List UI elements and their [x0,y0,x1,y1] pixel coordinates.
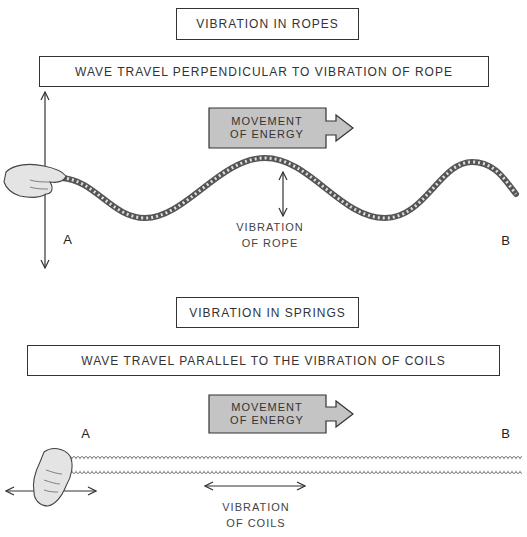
heading-text: VIBRATION IN ROPES [196,17,338,31]
heading-text: VIBRATION IN SPRINGS [189,306,345,320]
end-letter: B [494,426,518,442]
arrow-text: MOVEMENT OF ENERGY [225,115,309,141]
energy-arrow: MOVEMENT OF ENERGY [208,107,354,149]
heading-box: VIBRATION IN ROPES [176,8,359,40]
coil-vibration-arrow [205,485,305,486]
end-letter: B [494,233,518,249]
end-letter: A [74,426,98,442]
end-letter: A [56,232,80,248]
heading-box: VIBRATION IN SPRINGS [176,297,359,328]
rope [62,158,516,218]
rope-vibration-arrow [282,172,283,216]
vibration-label: VIBRATION OF COILS [218,499,294,531]
vibration-label: VIBRATION OF ROPE [232,219,308,251]
heading-box: WAVE TRAVEL PARALLEL TO THE VIBRATION OF… [27,345,500,376]
heading-box: WAVE TRAVEL PERPENDICULAR TO VIBRATION O… [39,56,489,87]
heading-text: WAVE TRAVEL PARALLEL TO THE VIBRATION OF… [81,354,445,368]
spring [58,455,522,475]
energy-arrow: MOVEMENT OF ENERGY [208,394,354,434]
heading-text: WAVE TRAVEL PERPENDICULAR TO VIBRATION O… [75,65,453,79]
hand [4,164,66,197]
arrow-text: MOVEMENT OF ENERGY [225,401,309,427]
rope-twist [62,158,516,218]
hand [33,449,72,506]
